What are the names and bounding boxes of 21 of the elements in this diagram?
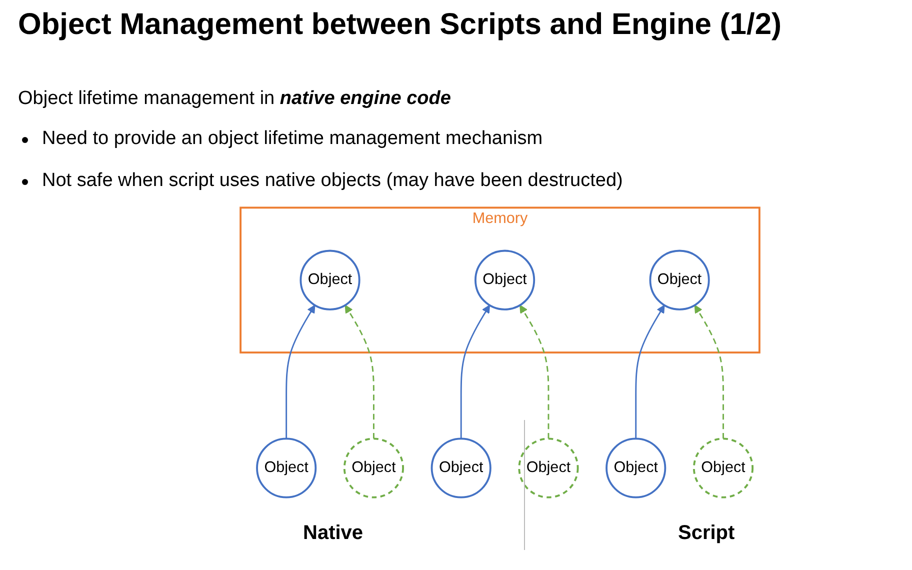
arrow [694, 304, 724, 439]
arrow [286, 304, 316, 439]
arrow [520, 304, 550, 439]
arrow [635, 304, 665, 439]
slide-title: Object Management between Scripts and Engine (1/2) [18, 8, 782, 42]
node-circle: Object [343, 438, 404, 498]
node-circle: Object [430, 438, 492, 498]
node-circle: Object [518, 438, 579, 498]
node-circle: Object [300, 250, 360, 310]
node-circle: Object [474, 250, 536, 310]
subtitle: Object lifetime management in native engine code [18, 88, 451, 110]
group-caption: Script [678, 522, 735, 545]
node-circle: Object [649, 250, 710, 310]
group-caption: Native [303, 522, 364, 545]
bullet-text: Not safe when script uses native objects (may have been destructed) [42, 170, 623, 192]
arrow [460, 304, 490, 439]
node-circle: Object [256, 438, 317, 498]
bullet-text: Need to provide an object lifetime management mechanism [42, 128, 543, 150]
node-circle: Object [692, 438, 754, 498]
node-circle: Object [606, 438, 666, 498]
arrow [344, 304, 374, 439]
